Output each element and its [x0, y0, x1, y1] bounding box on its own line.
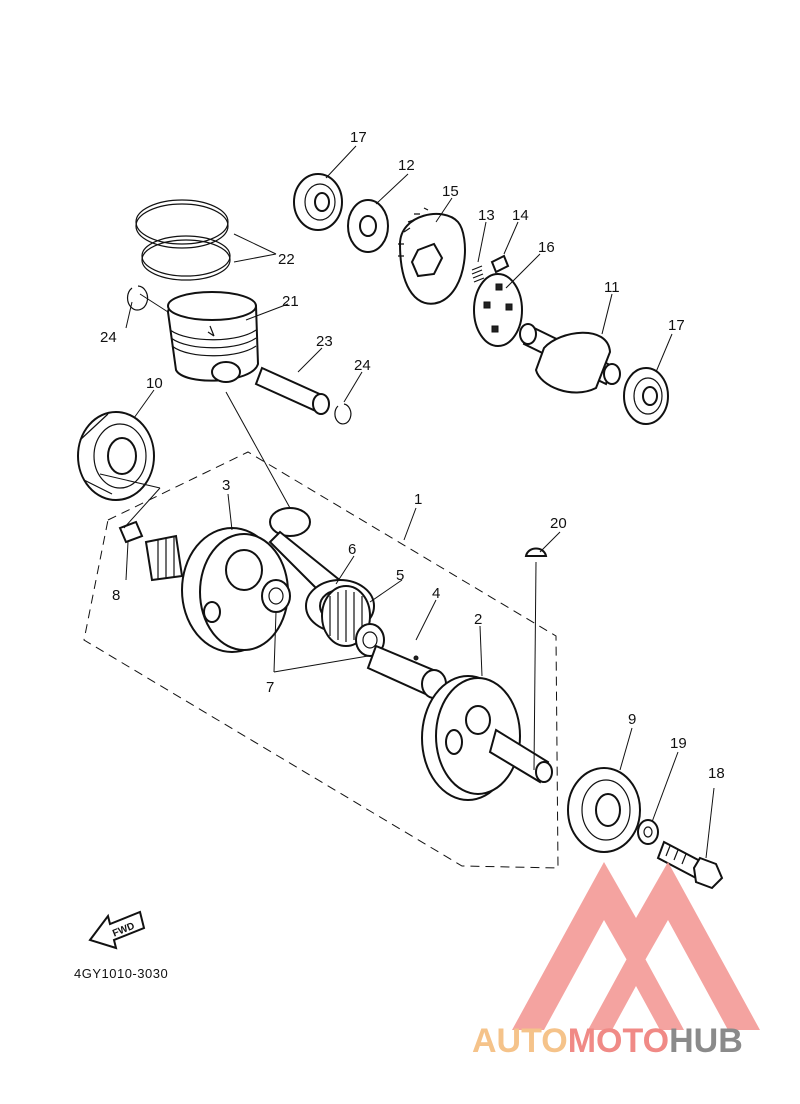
piston-pin: [254, 366, 330, 415]
piston-rings: [135, 199, 231, 281]
label-23: 23: [316, 333, 333, 350]
label-19: 19: [670, 735, 687, 752]
label-11: 11: [604, 279, 620, 296]
label-3: 3: [222, 477, 230, 494]
label-22: 22: [278, 251, 295, 268]
label-4: 4: [432, 585, 440, 602]
label-2: 2: [474, 611, 482, 628]
balancer-bearing-left: [293, 173, 343, 231]
watermark-wordmark: AUTOMOTOHUB: [472, 1022, 743, 1060]
svg-text:AUTOMOTOHUB: AUTOMOTOHUB: [472, 1022, 743, 1060]
crank-pin: [366, 644, 447, 699]
label-8: 8: [112, 587, 120, 604]
diagram-code: 4GY1010-3030: [74, 966, 168, 981]
balancer-bearing-right: [623, 367, 669, 425]
spring: [471, 265, 485, 283]
label-14: 14: [512, 207, 529, 224]
label-17-top: 17: [350, 129, 367, 146]
crank-wheel-left: [144, 527, 289, 653]
label-16: 16: [538, 239, 555, 256]
main-bearing-right: [567, 767, 641, 853]
woodruff-key-left: [118, 520, 144, 544]
piston-pin-clip-left: [126, 285, 149, 311]
leader-lines: [99, 145, 715, 859]
assembly-group-outline: [83, 451, 559, 869]
label-12: 12: [398, 157, 415, 174]
label-15: 15: [442, 183, 459, 200]
piston-pin-clip-right: [334, 403, 352, 425]
washer: [637, 819, 659, 845]
label-6: 6: [348, 541, 356, 558]
crank-wheel-right: [421, 675, 553, 801]
balancer-shaft: [519, 323, 621, 394]
watermark-auto: AUTO: [472, 1022, 568, 1060]
bolt: [656, 840, 724, 890]
piston: [166, 291, 260, 383]
label-20: 20: [550, 515, 567, 532]
pin: [490, 254, 510, 274]
label-13: 13: [478, 207, 495, 224]
balancer-collar: [347, 199, 389, 253]
label-17-right: 17: [668, 317, 685, 334]
watermark-moto: MOTO: [568, 1022, 669, 1060]
label-21: 21: [282, 293, 299, 310]
label-18: 18: [708, 765, 725, 782]
balancer-plate: [473, 273, 523, 347]
main-bearing-left: [77, 411, 155, 501]
part-number-labels: 17 12 15 13 14 16 11 17 22 21 24 23 24 1…: [100, 129, 725, 782]
fwd-arrow-icon: FWD: [88, 910, 146, 950]
label-24-right: 24: [354, 357, 371, 374]
label-10: 10: [146, 375, 163, 392]
label-9: 9: [628, 711, 636, 728]
watermark-hub: HUB: [669, 1022, 743, 1060]
balancer-drive-gear: [398, 207, 466, 305]
label-1: 1: [414, 491, 422, 508]
label-5: 5: [396, 567, 404, 584]
label-7: 7: [266, 679, 274, 696]
automotohub-logo-icon: [512, 862, 760, 1030]
label-24-left: 24: [100, 329, 117, 346]
